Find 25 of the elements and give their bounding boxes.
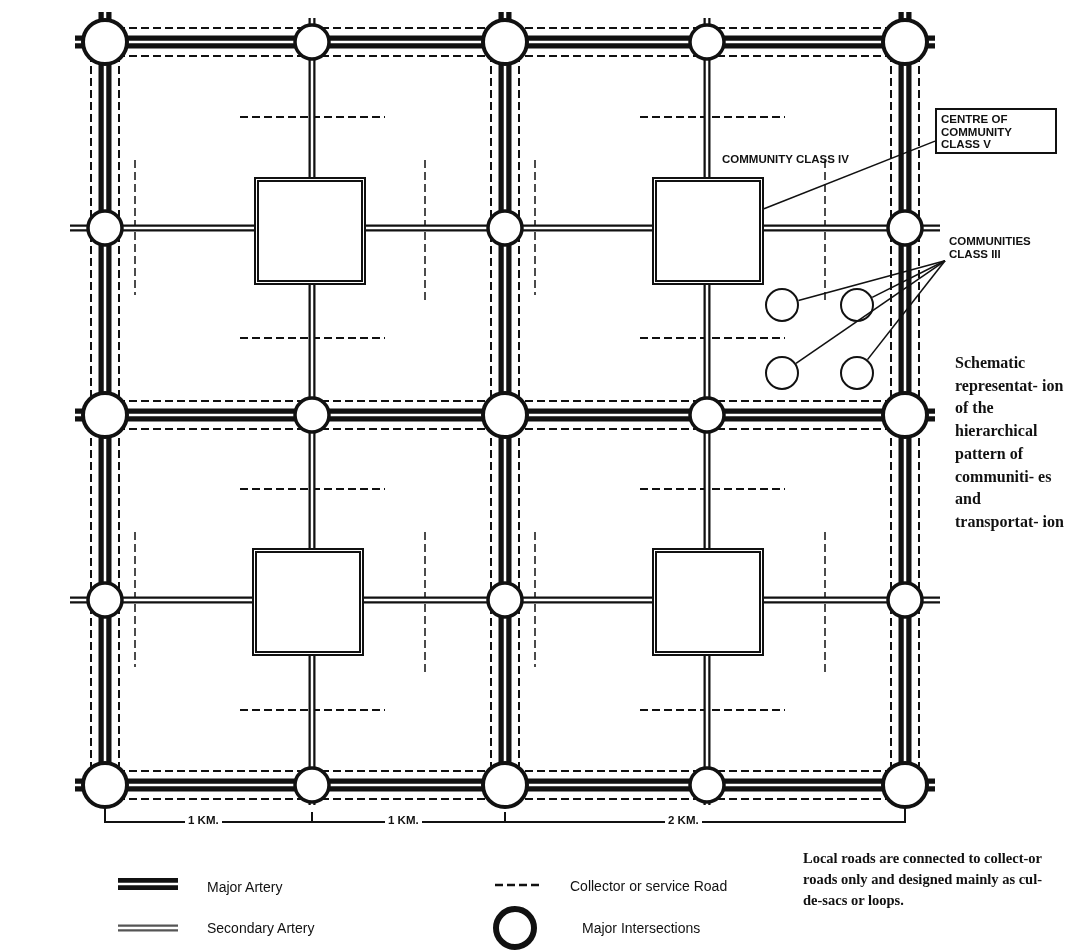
- leader-line: [763, 140, 936, 210]
- community-centre-square: [652, 177, 764, 285]
- legend-label: Collector or service Road: [570, 878, 728, 894]
- community-circle: [840, 288, 874, 322]
- leader-line: [866, 260, 946, 361]
- callout-text: COMMUNITIES CLASS III: [945, 232, 1065, 272]
- community-centre-square: [254, 177, 366, 285]
- dimension-label: 2 KM.: [665, 814, 702, 827]
- community-label: COMMUNITY CLASS IV: [722, 153, 850, 166]
- dimension-label: 1 KM.: [385, 814, 422, 827]
- community-centre-square: [252, 548, 364, 656]
- dimension-label: 1 KM.: [185, 814, 222, 827]
- legend-label: Major Intersections: [582, 920, 701, 936]
- leader-line: [795, 260, 946, 365]
- legend-label: Secondary Artery: [207, 920, 315, 936]
- leader-line: [871, 260, 946, 299]
- community-centre-square: [652, 548, 764, 656]
- description-text: Schematic representat- ion of the hierarchical pattern of communiti- es and transportat- ion: [955, 353, 1065, 533]
- community-circle: [840, 356, 874, 390]
- note-text: Local roads are connected to collect-or roads only and designed mainly as cul-de-sacs or loops.: [803, 849, 1044, 911]
- community-circle: [765, 356, 799, 390]
- community-circle: [765, 288, 799, 322]
- legend-label: Major Artery: [207, 879, 283, 895]
- callout-box: CENTRE OF COMMUNITY CLASS V: [935, 108, 1057, 154]
- leader-line: [797, 260, 946, 302]
